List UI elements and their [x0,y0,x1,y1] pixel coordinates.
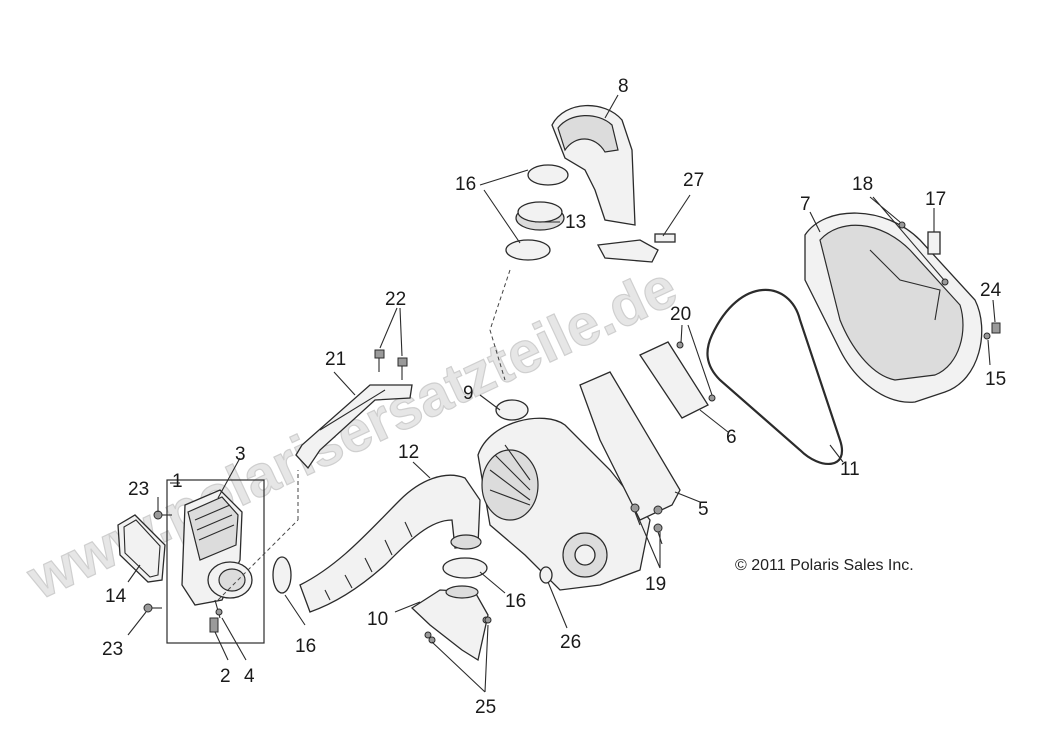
seal-26 [539,566,553,584]
callout-19: 19 [645,574,666,595]
inner-clutch-cover [477,399,651,591]
drive-belt [706,288,843,465]
screw-25-b [484,616,492,624]
callout-11: 11 [840,459,860,480]
support-bracket [295,384,413,470]
decal-17 [927,231,941,255]
callout-23a: 23 [128,479,149,500]
screw-18-b [941,278,949,286]
screw-18-a [898,221,906,229]
clamp-16-mid [505,239,551,261]
washer-15 [983,332,991,340]
cover-plate [579,371,681,521]
clamp-16-lower [442,557,488,579]
callout-16b: 16 [295,636,316,657]
callout-3: 3 [235,444,246,465]
callout-16a: 16 [455,174,476,195]
screw-23-bottom [143,603,162,613]
callout-9: 9 [463,383,474,404]
clamp-16-top [527,164,569,186]
callout-27: 27 [683,170,704,191]
outer-clutch-cover [804,212,983,403]
bolt-22-left [374,349,385,372]
callout-13: 13 [565,212,586,233]
fastener-19-c [653,505,663,515]
lower-duct [410,589,489,662]
callout-7: 7 [800,194,811,215]
callout-1: 1 [172,471,183,492]
callout-25: 25 [475,697,496,718]
callout-5: 5 [698,499,709,520]
plate-6 [639,341,709,419]
callout-15: 15 [985,369,1006,390]
bushing-24 [991,322,1001,334]
callout-21: 21 [325,349,346,370]
leader-lines [127,94,996,693]
screw-23-top [153,510,172,520]
airbox-assembly [166,479,265,644]
bolt-22-right [397,357,408,380]
screw-25-a [428,636,436,644]
callout-10: 10 [367,609,388,630]
airbox-bracket-box [166,479,265,644]
callout-14: 14 [105,586,127,607]
screw-20-b [708,394,716,402]
screw-20-a [676,341,684,349]
callout-8: 8 [618,76,629,97]
fastener-19-a [630,503,641,526]
clamp-16-left [272,556,292,594]
fastener-19-b [653,523,663,545]
callout-12: 12 [398,442,419,463]
callout-26: 26 [560,632,581,653]
callout-4: 4 [244,666,255,687]
callout-20: 20 [670,304,691,325]
callout-labels: 1 2 3 4 5 6 7 8 9 10 11 12 13 14 15 16 1… [102,76,1006,718]
copyright-text: © 2011 Polaris Sales Inc. [735,557,914,574]
callout-18: 18 [852,174,873,195]
vent-27 [596,239,659,263]
callout-23b: 23 [102,639,123,660]
callout-16c: 16 [505,591,526,612]
callout-22: 22 [385,289,406,310]
airbox-gasket [117,514,166,583]
callout-6: 6 [726,427,737,448]
callout-24: 24 [980,280,1002,301]
callout-2: 2 [220,666,231,687]
callout-17: 17 [925,189,946,210]
